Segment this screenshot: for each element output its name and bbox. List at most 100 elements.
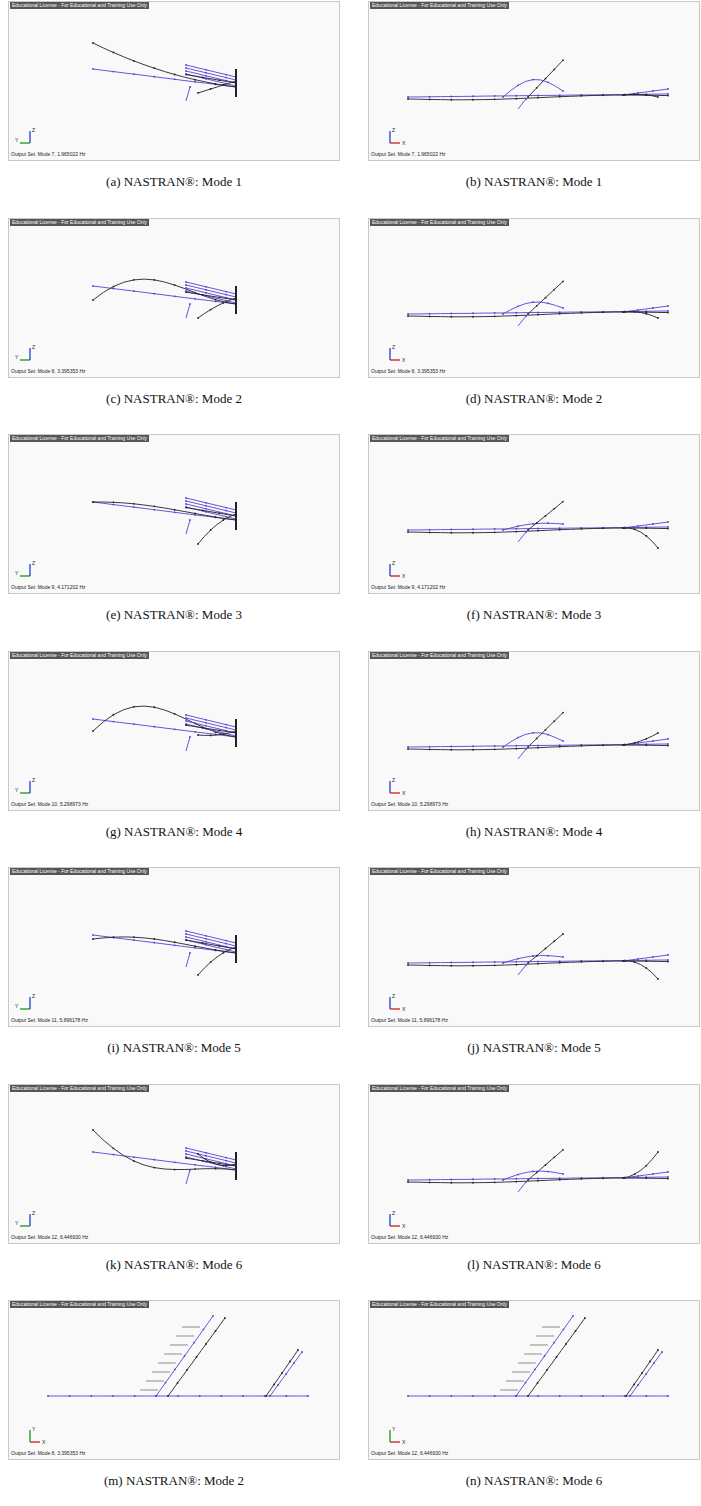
grid-point [189,519,191,521]
mode-shape-plot [8,1,340,161]
grid-point [222,733,224,735]
subfigure-caption: (n) NASTRAN®: Mode 6 [368,1473,700,1489]
grid-point [197,974,199,976]
grid-point [517,1173,519,1175]
grid-point [197,543,199,545]
grid-point [189,1169,191,1171]
beam-line [186,508,236,516]
beam-line [623,1172,668,1178]
grid-point [277,1384,279,1386]
grid-point [580,960,582,962]
grid-point [515,1180,517,1182]
beam-line [623,1152,658,1178]
beam-line [186,940,236,949]
grid-point [193,1342,195,1344]
grid-point [667,95,669,97]
grid-point [547,81,549,83]
beam-line [198,514,236,544]
grid-point [225,290,227,292]
output-set-note: Output Set: Mode 9, 4.171202 Hz [371,584,446,590]
grid-point [584,1317,586,1319]
grid-point [185,507,187,509]
subfigure-caption: (j) NASTRAN®: Mode 5 [368,1040,700,1056]
grid-point [547,522,549,524]
grid-point [667,961,669,963]
beam-line [623,522,668,528]
grid-point [645,1373,647,1375]
grid-point [494,315,496,317]
grid-point [205,935,207,937]
grid-point [429,962,431,964]
grid-point [580,744,582,746]
beam-line [186,721,236,733]
grid-point [537,961,539,963]
grid-point [472,1181,474,1183]
beam-line [518,1182,526,1192]
grid-point [205,291,207,293]
grid-point [429,1181,431,1183]
grid-point [174,509,176,511]
grid-point [536,87,538,89]
grid-point [622,94,624,96]
grid-point [153,725,155,727]
beam-line [528,1149,563,1179]
plot-frame [9,1084,340,1243]
beam-line [186,74,236,86]
subfigure-caption: (e) NASTRAN®: Mode 3 [8,607,340,623]
grid-point [174,1168,176,1170]
grid-point [580,528,582,530]
grid-point [215,516,217,518]
grid-point [197,92,199,94]
grid-point [494,528,496,530]
grid-point [92,42,94,44]
axis-y [20,142,30,143]
beam-line [623,955,668,961]
axis-letter: Z [32,127,35,133]
mode-shape-plot [8,434,340,594]
grid-point [580,527,582,529]
subfigure-caption: (m) NASTRAN®: Mode 2 [8,1473,340,1489]
grid-point [92,934,94,936]
grid-point [645,1395,647,1397]
axis-letter: X [402,1439,405,1445]
grid-point [199,1395,201,1397]
grid-point [622,527,624,529]
grid-point [189,86,191,88]
grid-point [527,529,529,531]
grid-point [205,1154,207,1156]
grid-point [185,64,187,66]
output-set-note: Output Set: Mode 7, 1.965022 Hz [11,151,86,157]
grid-point [194,1168,196,1170]
beam-line [518,99,526,109]
grid-point [559,745,561,747]
grid-point [189,303,191,305]
grid-point [133,723,135,725]
grid-point [205,72,207,74]
grid-point [472,1178,474,1180]
beam-line [198,947,236,975]
grid-point [450,1178,452,1180]
grid-point [133,503,135,505]
grid-point [645,527,647,529]
grid-point [92,299,94,301]
license-watermark: Educational License - For Educational an… [370,2,509,9]
grid-point [113,720,115,722]
grid-point [133,60,135,62]
grid-point [517,736,519,738]
beam-line [630,1352,662,1396]
plot-frame [9,218,340,377]
beam-line [528,934,563,963]
mode-shape-panel: Educational License - For Educational an… [368,434,700,594]
plot-frame [9,868,340,1027]
beam-line [503,732,563,746]
beam-line [186,501,236,513]
beam-line [408,312,668,317]
grid-point [185,1153,187,1155]
grid-point [205,1343,207,1345]
grid-point [667,521,669,523]
grid-point [545,296,547,298]
grid-point [634,961,636,963]
grid-point [167,1395,169,1397]
beam-line [623,733,658,745]
grid-point [525,315,527,317]
